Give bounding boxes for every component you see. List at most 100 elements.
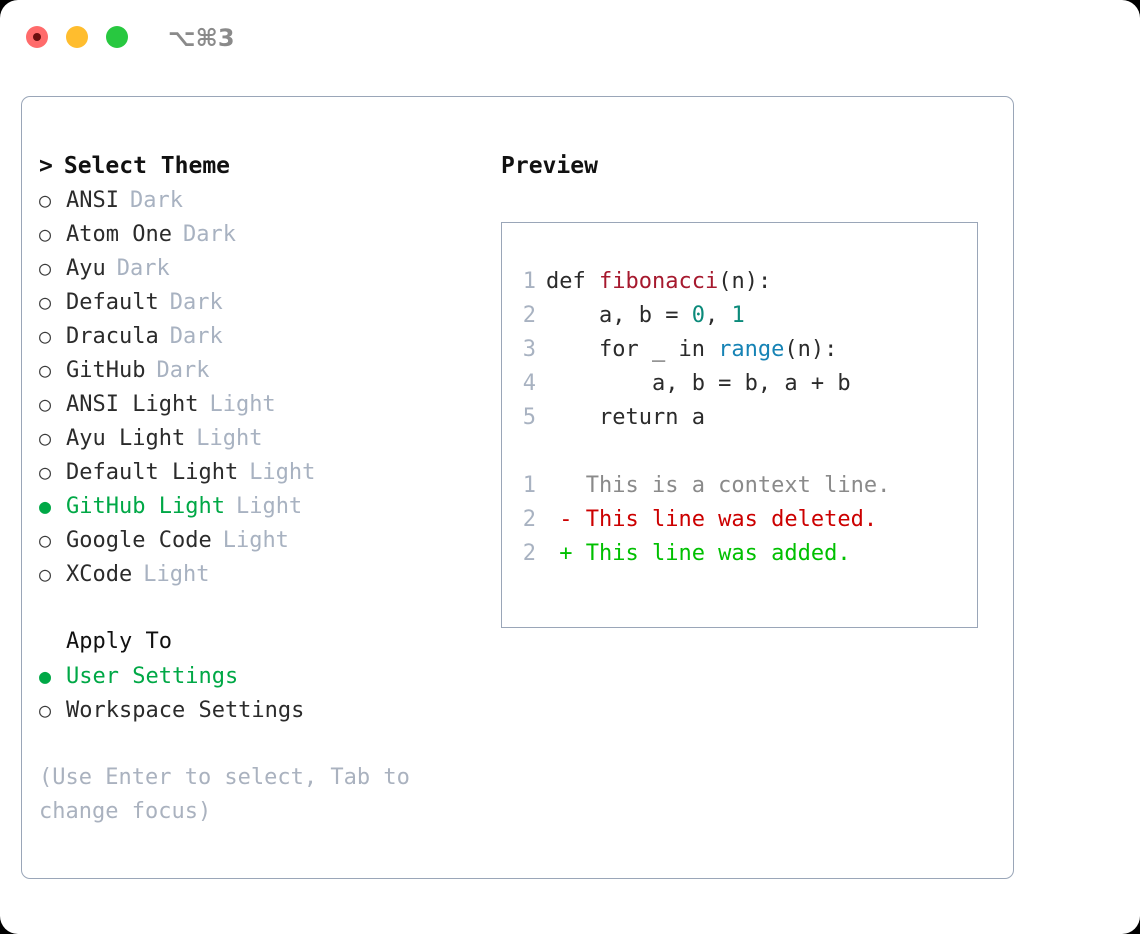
- radio-selected-icon: ●: [39, 494, 52, 518]
- title-bar: ⌥⌘3: [0, 0, 1140, 76]
- radio-unselected-icon: ○: [39, 392, 52, 416]
- apply-to-label: Workspace Settings: [66, 698, 305, 723]
- code-token: (n):: [784, 337, 838, 362]
- keyboard-hint: (Use Enter to select, Tab to change focu…: [39, 765, 424, 824]
- code-token: 0: [691, 303, 705, 328]
- code-line: 5 return a: [502, 401, 977, 435]
- diff-text: + This line was added.: [546, 541, 851, 566]
- theme-name: Dracula: [66, 324, 159, 349]
- radio-unselected-icon: ○: [39, 290, 52, 314]
- theme-name: GitHub: [66, 358, 146, 383]
- theme-variant-label: Light: [209, 392, 276, 417]
- code-token: fibonacci: [598, 269, 719, 294]
- prompt-caret-icon: >: [39, 153, 53, 179]
- theme-variant-label: Dark: [169, 290, 223, 315]
- theme-list-item[interactable]: ○ Google Code Light: [39, 523, 487, 557]
- code-text: for _ in range(n):: [546, 333, 837, 367]
- code-text: return a: [546, 401, 705, 435]
- theme-name: Ayu Light: [66, 426, 186, 451]
- theme-name: ANSI Light: [66, 392, 199, 417]
- line-number: 1: [522, 269, 536, 294]
- line-number: 2: [522, 507, 536, 532]
- radio-unselected-icon: ○: [39, 528, 52, 552]
- apply-to-list: ● User Settings ○ Workspace Settings: [39, 659, 487, 727]
- apply-to-label: User Settings: [66, 664, 239, 689]
- maximize-button[interactable]: [106, 26, 128, 48]
- radio-unselected-icon: ○: [39, 426, 52, 450]
- radio-unselected-icon: ○: [39, 256, 52, 280]
- theme-variant-label: Dark: [182, 222, 236, 247]
- apply-to-item[interactable]: ● User Settings: [39, 659, 487, 693]
- theme-variant-label: Dark: [169, 324, 223, 349]
- theme-name: XCode: [66, 562, 133, 587]
- code-token: for _ in: [546, 337, 719, 362]
- code-line: 3 for _ in range(n):: [502, 333, 977, 367]
- code-line: 2 a, b = 0, 1: [502, 299, 977, 333]
- radio-selected-icon: ●: [39, 664, 52, 688]
- theme-variant-label: Light: [249, 460, 316, 485]
- code-line: 4 a, b = b, a + b: [502, 367, 977, 401]
- theme-list-item[interactable]: ○ ANSI Light Light: [39, 387, 487, 421]
- radio-unselected-icon: ○: [39, 460, 52, 484]
- code-text: a, b = 0, 1: [546, 299, 745, 333]
- select-theme-title: Select Theme: [63, 153, 231, 179]
- code-token: def: [546, 269, 599, 294]
- theme-list-item[interactable]: ○ ANSI Dark: [39, 183, 487, 217]
- theme-name: Google Code: [66, 528, 212, 553]
- code-text: def fibonacci(n):: [546, 265, 771, 299]
- code-token: return a: [546, 405, 705, 430]
- radio-unselected-icon: ○: [39, 222, 52, 246]
- theme-list-item[interactable]: ○ Default Dark: [39, 285, 487, 319]
- line-number: 3: [522, 337, 536, 362]
- code-blank-line: [502, 435, 977, 469]
- theme-list-item[interactable]: ○ GitHub Dark: [39, 353, 487, 387]
- radio-unselected-icon: ○: [39, 358, 52, 382]
- line-number: 5: [522, 405, 536, 430]
- preview-heading: Preview: [501, 153, 598, 179]
- theme-variant-label: Dark: [156, 358, 210, 383]
- select-theme-heading: > Select Theme: [39, 149, 487, 183]
- theme-variant-label: Light: [196, 426, 263, 451]
- diff-line: 2 + This line was added.: [502, 537, 977, 571]
- radio-unselected-icon: ○: [39, 698, 52, 722]
- code-line: 1 def fibonacci(n):: [502, 265, 977, 299]
- theme-variant-label: Dark: [129, 188, 183, 213]
- diff-sample: 1 This is a context line.2 - This line w…: [502, 469, 977, 571]
- radio-unselected-icon: ○: [39, 188, 52, 212]
- minimize-button[interactable]: [66, 26, 88, 48]
- theme-variant-label: Light: [222, 528, 289, 553]
- code-token: (n):: [718, 269, 772, 294]
- theme-variant-label: Dark: [116, 256, 170, 281]
- code-token: 1: [731, 303, 745, 328]
- code-text: a, b = b, a + b: [546, 367, 851, 401]
- code-token: a, b =: [546, 303, 692, 328]
- line-number: 1: [522, 473, 536, 498]
- close-button[interactable]: [26, 26, 48, 48]
- theme-variant-label: Light: [143, 562, 210, 587]
- diff-line: 2 - This line was deleted.: [502, 503, 977, 537]
- theme-name: Default: [66, 290, 159, 315]
- diff-text: This is a context line.: [546, 473, 891, 498]
- theme-name: ANSI: [66, 188, 119, 213]
- diff-text: - This line was deleted.: [546, 507, 878, 532]
- diff-line: 1 This is a context line.: [502, 469, 977, 503]
- line-number: 2: [522, 303, 536, 328]
- code-token: range: [718, 337, 785, 362]
- theme-list-item[interactable]: ○ Ayu Light Light: [39, 421, 487, 455]
- line-number: 2: [522, 541, 536, 566]
- apply-to-item[interactable]: ○ Workspace Settings: [39, 693, 487, 727]
- apply-to-heading: Apply To: [66, 629, 172, 654]
- theme-name: GitHub Light: [66, 494, 225, 519]
